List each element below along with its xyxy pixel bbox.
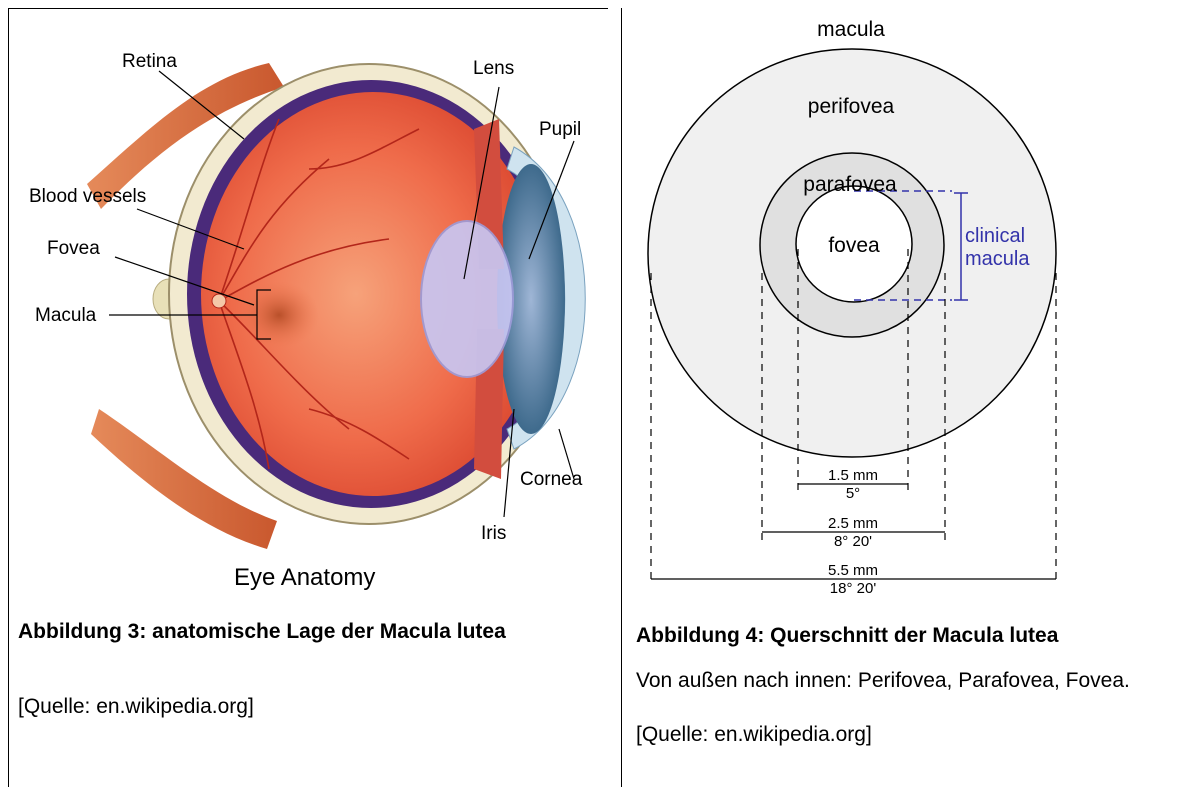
illustration-title: Eye Anatomy [234, 564, 375, 591]
figure-3-caption: Abbildung 3: anatomische Lage der Macula… [18, 617, 593, 646]
label-macula: macula [817, 18, 885, 41]
label-perifovea: perifovea [808, 95, 895, 118]
dim-2-deg: 8° 20' [834, 533, 872, 550]
label-pupil: Pupil [539, 119, 581, 140]
eye-anatomy-illustration: Retina Lens Pupil Blood vessels Fovea Ma… [9, 9, 621, 609]
label-lens: Lens [473, 58, 514, 79]
figure-4-source: [Quelle: en.wikipedia.org] [636, 721, 872, 748]
lens [421, 221, 513, 377]
label-fovea: Fovea [47, 238, 100, 259]
label-fovea: fovea [828, 234, 880, 257]
label-clinical-line2: macula [965, 248, 1030, 270]
figure-4-description: Von außen nach innen: Perifovea, Parafov… [636, 667, 1191, 694]
dim-3-mm: 5.5 mm [828, 562, 878, 579]
label-cornea: Cornea [520, 469, 583, 490]
label-clinical-line1: clinical [965, 225, 1025, 247]
dim-3-deg: 18° 20' [830, 580, 877, 597]
figure-4-caption: Abbildung 4: Querschnitt der Macula lute… [636, 621, 1191, 650]
macula-cross-section-diagram: macula perifovea parafovea fovea clinica… [622, 9, 1196, 609]
right-table-cell: macula perifovea parafovea fovea clinica… [622, 9, 1196, 787]
label-blood-vessels: Blood vessels [29, 186, 146, 207]
label-macula: Macula [35, 305, 97, 326]
left-table-cell: Retina Lens Pupil Blood vessels Fovea Ma… [9, 9, 621, 787]
dim-2-mm: 2.5 mm [828, 515, 878, 532]
label-parafovea: parafovea [803, 173, 897, 196]
label-retina: Retina [122, 51, 177, 72]
optic-disc [212, 294, 226, 308]
label-iris: Iris [481, 523, 506, 544]
dim-1-mm: 1.5 mm [828, 467, 878, 484]
dim-1-deg: 5° [846, 485, 860, 502]
figure-3-source: [Quelle: en.wikipedia.org] [18, 693, 254, 720]
